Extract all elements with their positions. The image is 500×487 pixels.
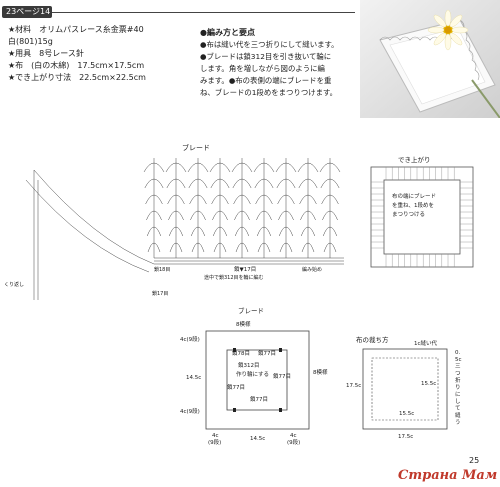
braid-inner-left: 鎖77目 <box>227 385 245 391</box>
braid-inner-center-2: 作り輪にする <box>236 372 270 378</box>
instructions-line: みます。●布の表側の端にブレードを重 <box>200 76 332 85</box>
materials-block: ★材料 オリムパスレース糸金票#40 白(801)15g ★用具 8号レース針 … <box>8 24 208 84</box>
braid-crochet-chart: ブレード 鎖▼17目 途中で鎖312目を輪に編む 鎖18目 編み始め くり返し … <box>4 143 344 300</box>
cloth-dim-inner-h: 15.5c <box>399 411 415 417</box>
braid-dim-sub-2: (9段) <box>287 440 301 446</box>
cloth-dim-inner-v: 15.5c <box>421 381 437 387</box>
instructions-block: ●編み方と要点 ●布は縫い代を三つ折りにして縫います。 ●ブレードは鎖312目を… <box>200 27 360 99</box>
finished-note-3: まつりつける <box>392 212 426 218</box>
finished-note-1: 布の端にブレード <box>392 194 437 200</box>
cloth-dim-outer: 17.5c <box>346 383 362 389</box>
braid-right-label: 8模様 <box>313 370 328 376</box>
instructions-heading: ●編み方と要点 <box>200 28 255 37</box>
braid-inner-top-2: 鎖77目 <box>258 351 276 357</box>
finished-note-2: を重ね、1段めを <box>392 203 434 209</box>
cloth-dim-bottom: 17.5c <box>398 434 414 440</box>
materials-line: ★布 (白の木綿) 17.5cm×17.5cm <box>8 61 145 70</box>
instructions-line: ね、ブレードの1段めをまつりつけます。 <box>200 88 338 97</box>
product-photo <box>360 0 500 118</box>
braid-dim-2: 14.5c <box>250 436 266 442</box>
braid-dim-sub-1: (9段) <box>208 440 222 446</box>
braid-inner-center-1: 鎖312目 <box>238 363 260 369</box>
doily-photo-illustration <box>360 0 500 118</box>
watermark-logo: Страна Мам <box>398 468 498 483</box>
braid-title: ブレード <box>238 307 264 315</box>
braid-dim-1: 4c <box>212 433 219 439</box>
materials-line: ★でき上がり寸法 22.5cm×22.5cm <box>8 73 146 82</box>
braid-dim-3: 4c <box>290 433 297 439</box>
finished-diagram <box>370 166 474 268</box>
chart-title: ブレード <box>182 143 210 152</box>
header-rule <box>52 12 355 13</box>
braid-mid-left-label: 14.5c <box>186 375 202 381</box>
page-tag: 23ページ14 <box>2 6 52 18</box>
finished-title: でき上がり <box>398 156 431 164</box>
flower-icon <box>427 9 469 51</box>
braid-rows: 8模様 <box>236 322 251 328</box>
braid-inner-top-1: 鎖78目 <box>232 351 250 357</box>
materials-line: ★用具 8号レース針 <box>8 49 84 58</box>
braid-bottom-left-label: 4c(9段) <box>180 409 200 415</box>
braid-inner-right: 鎖77目 <box>273 374 291 380</box>
instructions-line: ●ブレードは鎖312目を引き抜いて輪に <box>200 52 332 61</box>
instructions-line: します。角を増しながら図のように編 <box>200 64 325 73</box>
chart-label-start: 編み始め <box>302 266 322 273</box>
chart-label-bottom: 鎖▼17目 <box>234 265 256 273</box>
cloth-seam-label: 1c縫い代 <box>414 341 438 347</box>
chart-label-left: 鎖17目 <box>152 290 168 297</box>
cloth-side-note: 0.5c三つ折りにして縫う <box>455 350 462 426</box>
cloth-diagram <box>362 348 448 430</box>
chart-label-corner: 鎖18目 <box>154 266 170 273</box>
braid-inner-bottom: 鎖77目 <box>250 397 268 403</box>
cloth-title: 布の裁ち方 <box>356 336 389 344</box>
page-number: 25 <box>469 456 480 465</box>
braid-top-left-label: 4c(9段) <box>180 337 200 343</box>
chart-label-repeat: くり返し <box>4 281 24 288</box>
materials-line: 白(801)15g <box>8 37 53 46</box>
instructions-line: ●布は縫い代を三つ折りにして縫います。 <box>200 40 339 49</box>
chart-label-bottom-note: 途中で鎖312目を輪に編む <box>204 274 264 281</box>
materials-line: ★材料 オリムパスレース糸金票#40 <box>8 25 144 34</box>
braid-diagram <box>205 330 310 430</box>
